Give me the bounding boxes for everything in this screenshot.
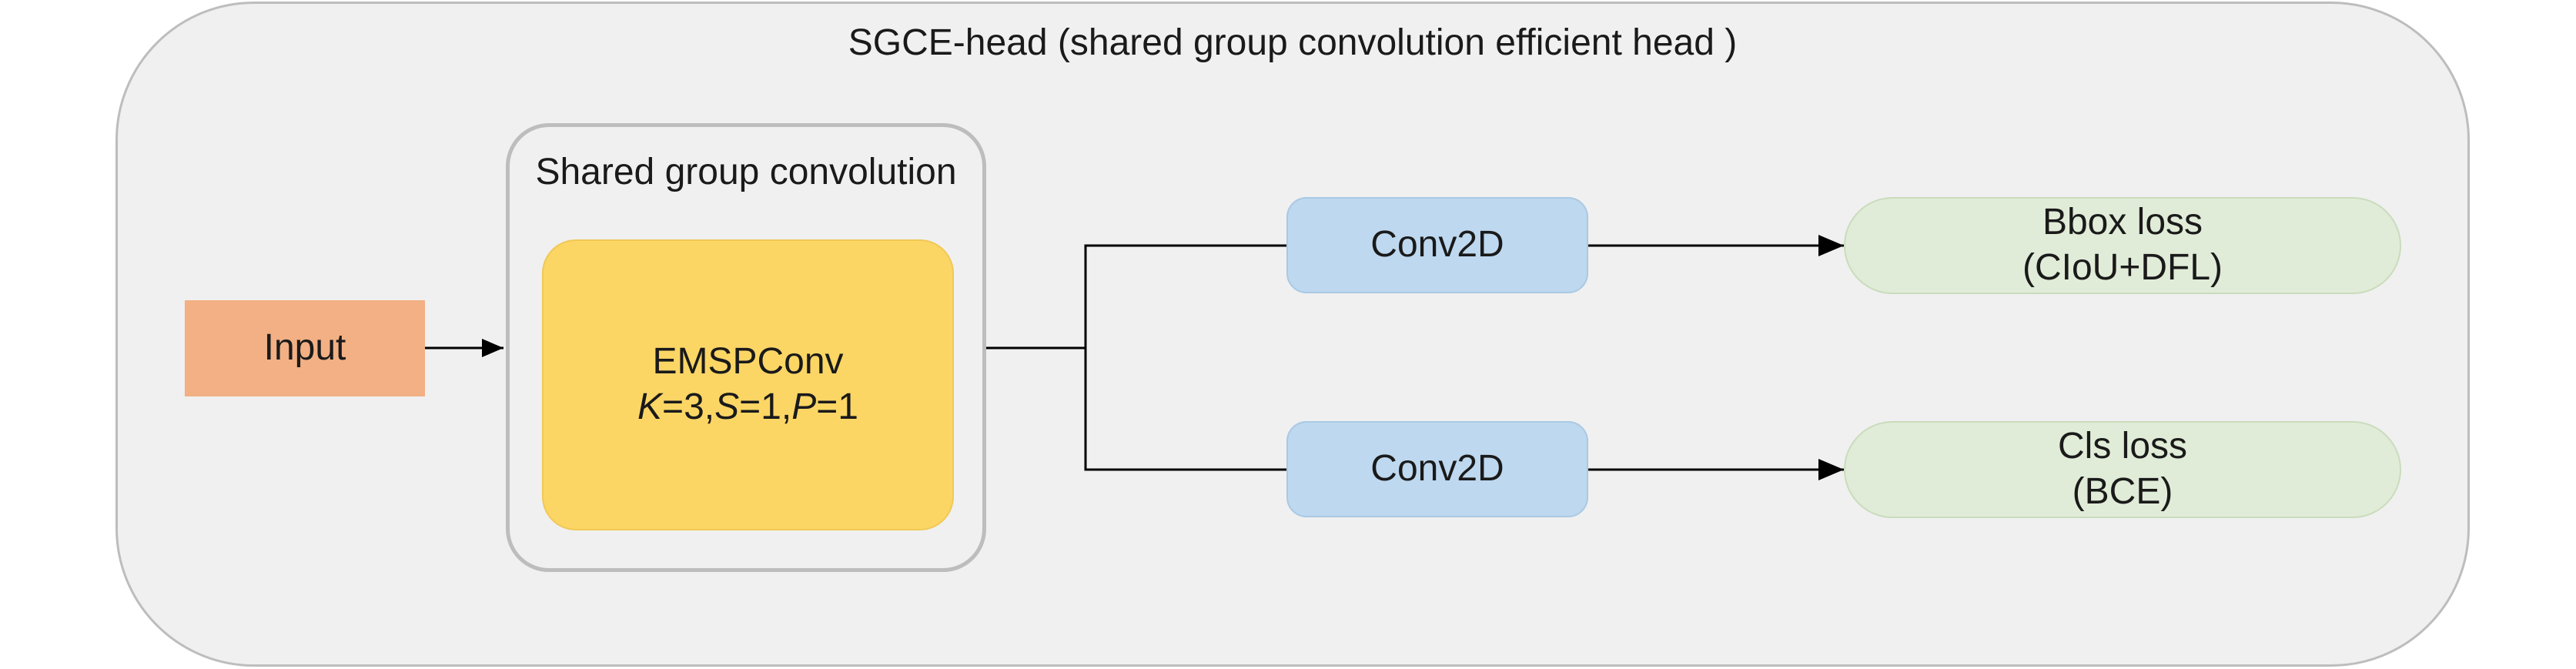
bbox-loss-node: Bbox loss (CIoU+DFL) [1844, 197, 2401, 294]
emspconv-node: EMSPConv K=3,S=1,P=1 [542, 239, 954, 530]
bbox-loss-title: Bbox loss [2042, 202, 2203, 243]
cls-loss-title: Cls loss [2057, 426, 2188, 467]
arrowhead-cls-loss [1818, 459, 1844, 480]
cls-loss-detail: (BCE) [2072, 471, 2173, 512]
kernel-size-value: =3 [662, 386, 704, 427]
padding-key: P [791, 386, 817, 427]
split-bracket [1084, 244, 1286, 471]
diagram-title: SGCE-head (shared group convolution effi… [848, 22, 1738, 63]
padding-value: =1 [816, 386, 858, 427]
shared-group-convolution-label: Shared group convolution [535, 152, 957, 192]
arrowhead-bbox-loss [1818, 235, 1844, 256]
stride-key: S [714, 386, 740, 427]
param-separator: , [781, 386, 792, 427]
bbox-loss-detail: (CIoU+DFL) [2022, 247, 2223, 288]
param-separator: , [704, 386, 715, 427]
conv2d-label: Conv2D [1370, 448, 1504, 490]
input-node: Input [185, 300, 425, 396]
emspconv-name: EMSPConv [652, 341, 844, 383]
conv2d-node-bottom: Conv2D [1286, 421, 1588, 517]
emspconv-params: K=3,S=1,P=1 [637, 385, 858, 430]
stride-value: =1 [739, 386, 781, 427]
cls-loss-node: Cls loss (BCE) [1844, 421, 2401, 518]
conv2d-label: Conv2D [1370, 224, 1504, 266]
arrowhead-input [482, 339, 503, 357]
conv2d-node-top: Conv2D [1286, 197, 1588, 293]
kernel-size-key: K [637, 386, 663, 427]
input-label: Input [263, 327, 346, 369]
